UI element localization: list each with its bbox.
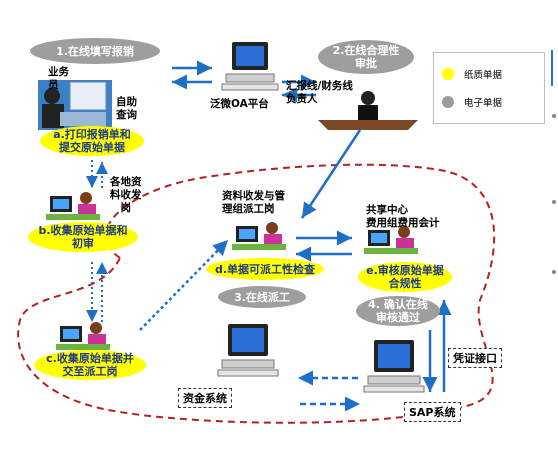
step-b-pill: b.收集原始单据和初审	[28, 222, 138, 252]
funds-computer-icon	[217, 324, 279, 377]
oa-computer-icon	[221, 42, 279, 91]
legend-paper: 纸质单据	[442, 67, 502, 81]
funds-system-box: 资金系统	[178, 388, 232, 408]
step-4-pill: 4. 确认在线审核通过	[356, 296, 440, 326]
self-query-label: 自助查询	[116, 96, 137, 121]
voucher-interface-box: 凭证接口	[448, 348, 502, 368]
electronic-dot-icon	[442, 96, 454, 108]
share-center-label: 共享中心费用组费用会计	[366, 204, 440, 229]
shared-center-boundary	[17, 163, 496, 424]
step-e-pill: e.审核原始单据合规性	[358, 262, 452, 292]
flow-arrows	[139, 60, 452, 412]
step-c-pill: c.收集原始单据并交至派工岗	[34, 350, 146, 380]
paper-arrows	[86, 160, 108, 322]
oa-platform-label: 泛微OA平台	[210, 98, 269, 110]
step-a-pill: a.打印报销单和提交原始单据	[40, 126, 144, 156]
paper-dot-icon	[442, 68, 454, 80]
staff-label: 业务员	[48, 66, 69, 91]
mgmt-clerk-label: 资料收发与管理组派工岗	[222, 190, 285, 215]
approver-label: 汇报线/财务线负责人	[286, 80, 353, 105]
staff-photo-icon	[38, 80, 112, 130]
legend-electronic-label: 电子单据	[464, 98, 503, 109]
clerk-mgmt-icon	[232, 222, 286, 250]
clerk-c-icon	[56, 322, 110, 350]
clerk-b-icon	[46, 192, 100, 220]
arrow-c-to-mgmt	[139, 239, 229, 331]
local-clerk-label: 各地资料收发岗	[110, 176, 142, 214]
clerk-share-icon	[364, 226, 418, 254]
approver-icon	[318, 91, 418, 130]
step-d-pill: d.单据可派工性检查	[206, 258, 324, 280]
slide-edge-fragment	[549, 30, 558, 330]
legend: 纸质单据 电子单据	[433, 52, 545, 124]
step-2-pill: 2.在线合理性审批	[318, 40, 414, 74]
sap-system-box: SAP系统	[404, 402, 461, 422]
legend-paper-label: 纸质单据	[464, 70, 503, 81]
arrow-approver-to-share	[300, 129, 362, 219]
sap-computer-icon	[363, 340, 425, 393]
legend-electronic: 电子单据	[442, 95, 502, 109]
step-1-pill: 1.在线填写报销	[30, 38, 160, 64]
step-3-pill: 3.在线派工	[218, 286, 306, 308]
